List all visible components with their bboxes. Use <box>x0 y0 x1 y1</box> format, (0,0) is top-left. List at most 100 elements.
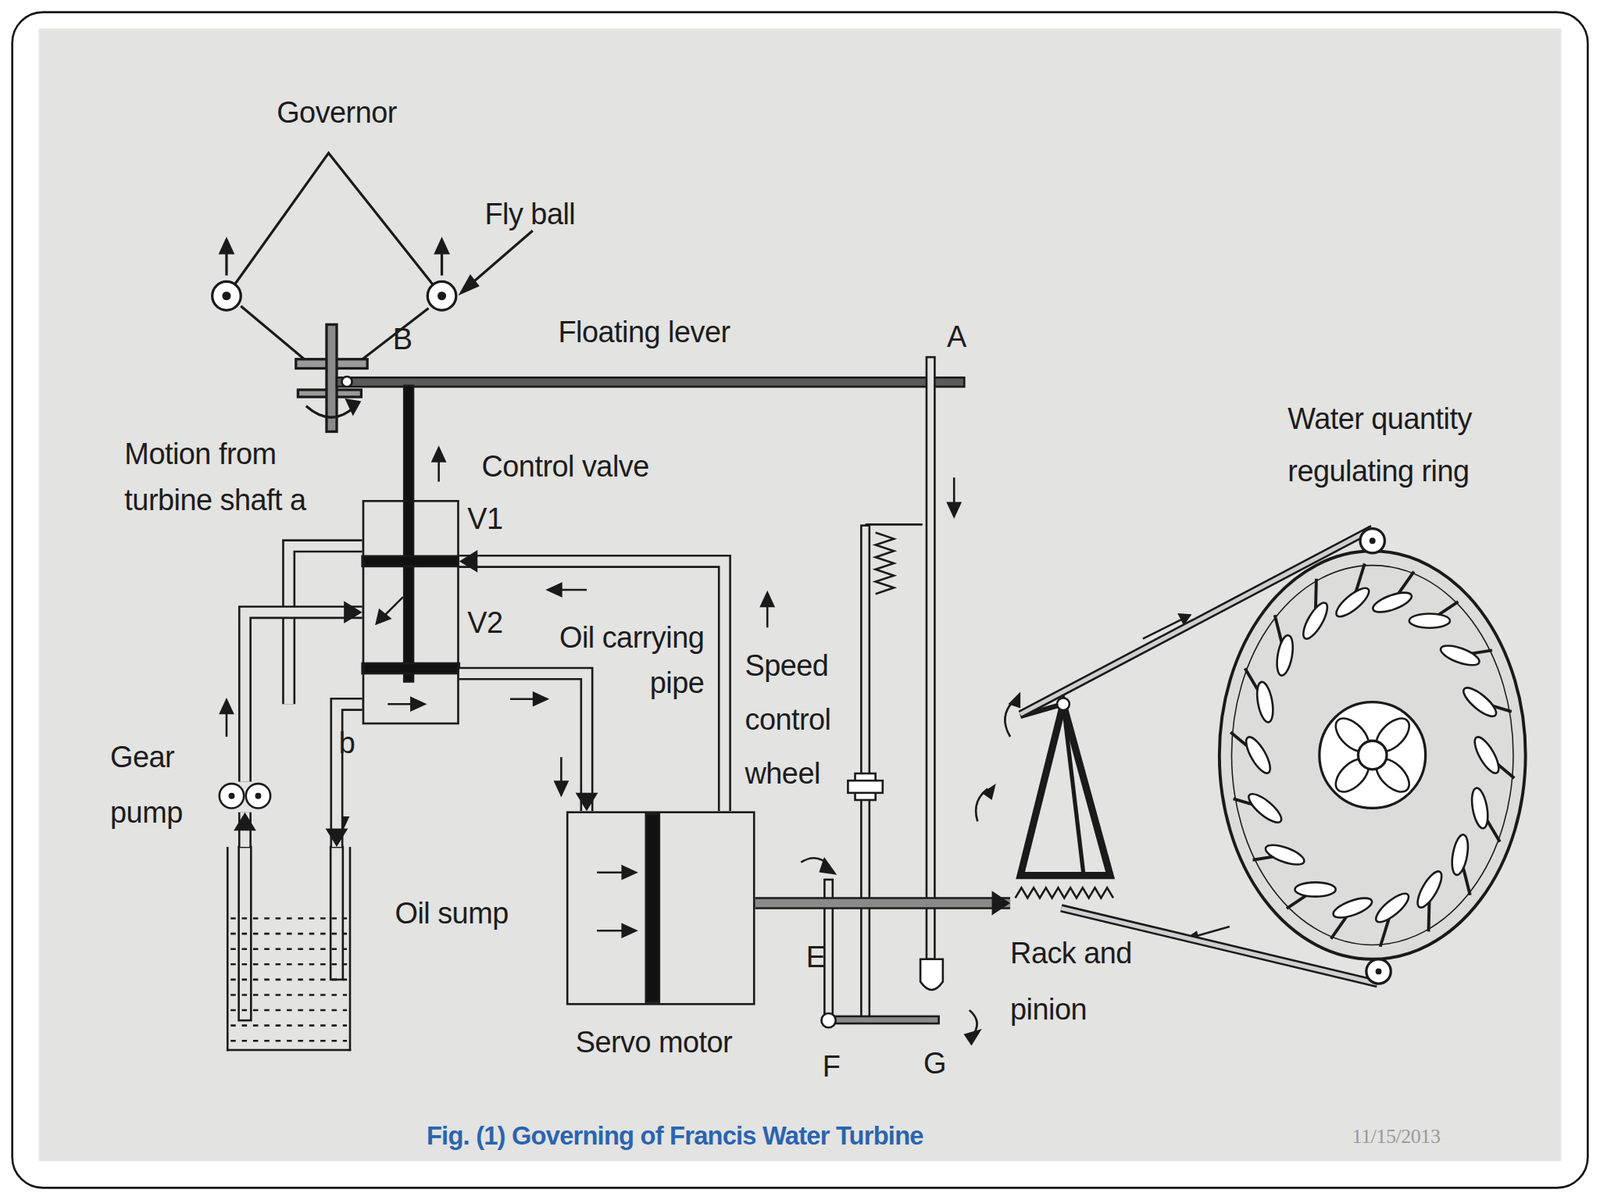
piston-rod <box>755 896 1011 910</box>
arrow-head <box>992 890 1011 915</box>
governor-drawing <box>223 292 230 300</box>
speed-control-mechanism <box>821 1013 836 1028</box>
oil-pipe <box>289 546 363 704</box>
governor-drawing <box>240 306 310 364</box>
servo-piston <box>646 814 660 1002</box>
ring-symbol <box>1319 702 1426 809</box>
piston-rod <box>755 890 1011 915</box>
control-valve-rod <box>362 663 460 674</box>
arrow-head <box>343 600 363 624</box>
oil-carrying-pipe <box>459 673 599 811</box>
part-label: V2 <box>467 606 503 641</box>
date-stamp: 11/15/2013 <box>1352 1124 1441 1148</box>
ring-symbol <box>1231 565 1513 946</box>
arrow-head <box>233 812 257 832</box>
governor-drawing <box>357 307 429 364</box>
arrow-head <box>575 792 599 812</box>
oil-carrying-pipe <box>459 673 587 811</box>
delivery-pipe <box>244 612 362 783</box>
oil-return-pipe <box>459 560 725 811</box>
servo-piston <box>596 929 625 933</box>
node-label: Rack and pinion <box>1010 925 1143 1039</box>
governor-drawing <box>439 292 446 300</box>
speed-control-mechanism <box>875 532 895 594</box>
flow-arrows <box>560 757 563 784</box>
flow-arrows <box>555 781 568 795</box>
control-valve-rod <box>437 459 440 483</box>
oil-pipe <box>289 546 363 704</box>
governor-drawing <box>226 153 443 297</box>
part-label: G <box>923 1046 947 1082</box>
flow-arrows <box>220 583 774 831</box>
node-label: Governor <box>250 96 424 131</box>
return-pipe <box>325 703 363 847</box>
flow-arrows <box>559 589 587 592</box>
oil-in-sump <box>230 993 347 997</box>
arrow-head <box>325 828 349 848</box>
ring-symbol <box>1459 683 1500 722</box>
delivery-pipe <box>244 600 362 782</box>
rack-and-pinion-linkage <box>1007 692 1021 709</box>
ring-symbol <box>1254 680 1276 724</box>
flow-arrows <box>766 603 769 628</box>
node-label: Oil sump <box>394 896 508 932</box>
part-label: Speed control wheel <box>744 639 852 801</box>
ring-symbol <box>1299 599 1333 642</box>
servo-piston <box>622 866 636 879</box>
oil-in-sump <box>230 918 347 1042</box>
ring-symbol <box>1438 641 1482 669</box>
ring-symbol <box>1371 889 1413 927</box>
part-label: Fly ball <box>484 197 575 233</box>
rack-and-pinion-linkage <box>975 613 1230 943</box>
oil-in-sump <box>230 947 347 950</box>
piston-rod <box>755 899 1011 908</box>
rack-and-pinion-linkage <box>981 783 996 800</box>
governor-drawing <box>220 239 233 254</box>
servo-piston <box>622 924 636 937</box>
ring-symbol <box>1209 528 1547 985</box>
return-pipe <box>336 703 363 847</box>
part-label: A <box>946 320 967 355</box>
node-label: Gear pump <box>110 730 197 840</box>
pump-symbol <box>255 792 262 800</box>
suction-pipe <box>233 812 257 847</box>
regulating-ring: Water quantity regulating ring <box>1209 528 1547 985</box>
return-pipe <box>336 703 363 847</box>
flow-arrows <box>225 710 229 737</box>
control-valve-rod <box>376 610 390 624</box>
ring-symbol <box>1219 550 1526 959</box>
ring-symbol <box>1274 634 1296 678</box>
pump-symbol <box>246 783 271 808</box>
oil-carrying-pipe <box>459 673 587 811</box>
oil-in-sump <box>230 963 347 966</box>
node-label: Water quantity regulating ring <box>1287 392 1518 499</box>
governor-drawing <box>212 153 533 433</box>
governor-drawing <box>440 250 443 275</box>
governor-drawing <box>471 230 533 284</box>
ring-symbol <box>1331 894 1375 922</box>
oil-in-sump <box>230 1024 347 1027</box>
governor-drawing <box>460 276 478 293</box>
floating-lever <box>953 477 956 505</box>
pump-symbol <box>228 792 236 800</box>
ring-symbol <box>1294 882 1336 897</box>
pump-symbol <box>219 783 244 808</box>
ring-symbol <box>1370 588 1414 616</box>
governor-drawing <box>225 250 228 275</box>
ring-symbol <box>1409 613 1450 628</box>
control-valve-rod <box>387 703 414 706</box>
rack-and-pinion-linkage <box>1015 887 1114 898</box>
oil-in-sump <box>230 846 347 1041</box>
part-label: E <box>806 940 826 975</box>
ring-symbol <box>1366 959 1391 984</box>
pipe-label: Oil carrying pipe <box>525 616 705 706</box>
pump-symbol <box>216 781 274 812</box>
node-label: Control valve <box>481 450 649 485</box>
ring-symbol <box>1357 740 1387 770</box>
part-label: F <box>822 1050 841 1085</box>
flow-arrows <box>760 592 774 607</box>
governor-drawing <box>306 406 356 418</box>
scan-background <box>39 28 1562 1162</box>
part-label: Motion from turbine shaft a <box>124 431 361 523</box>
